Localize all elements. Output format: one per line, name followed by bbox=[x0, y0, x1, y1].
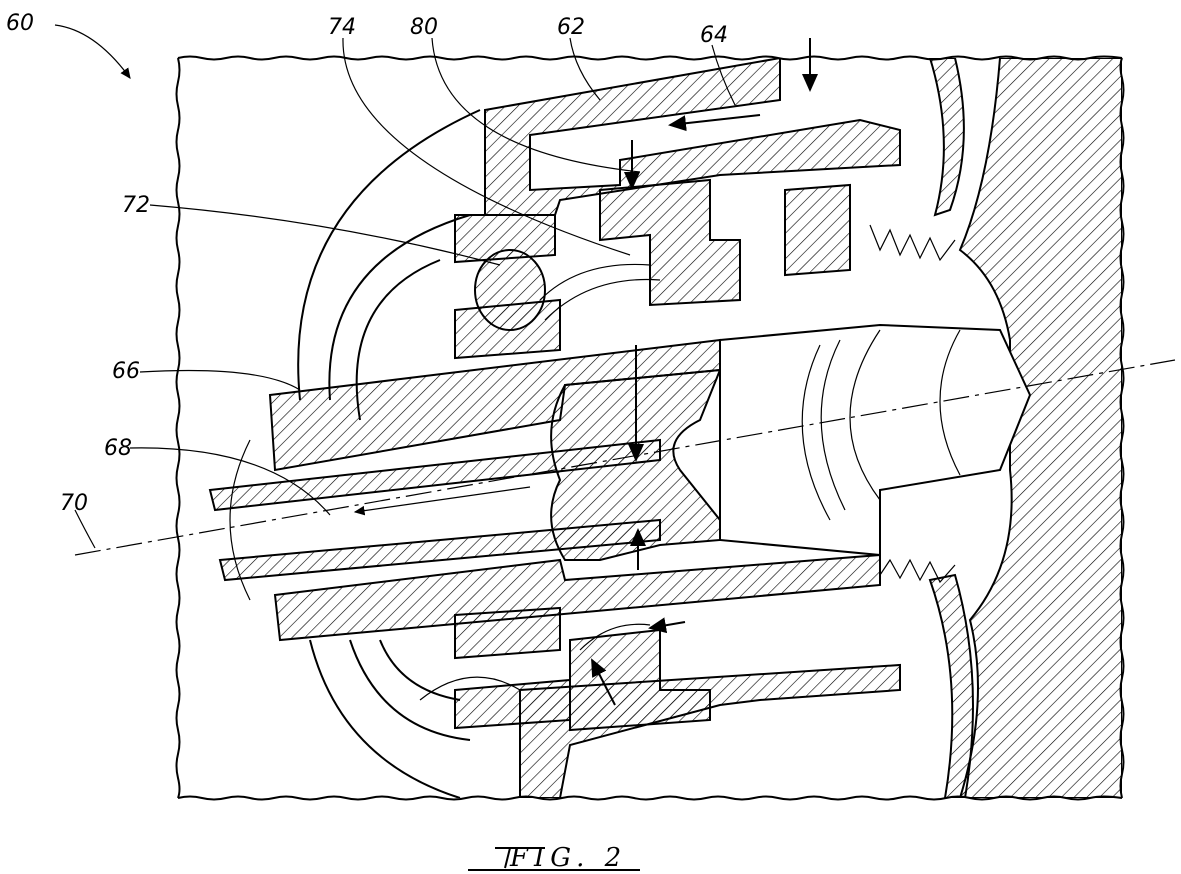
ref-60: 60 bbox=[6, 11, 34, 36]
figure-caption: FIG. 2 bbox=[468, 843, 640, 873]
ref-74: 74 bbox=[328, 15, 356, 40]
ref-80: 80 bbox=[410, 15, 438, 40]
figure-caption-text: FIG. 2 bbox=[509, 843, 627, 873]
ref-70: 70 bbox=[60, 491, 88, 516]
housing-upper-wall bbox=[930, 58, 964, 215]
ref-64: 64 bbox=[700, 23, 728, 48]
bearing-cage-upper bbox=[785, 185, 850, 275]
ref-62: 62 bbox=[557, 15, 585, 40]
ref-68: 68 bbox=[104, 436, 132, 461]
housing-lower-wall bbox=[930, 575, 973, 798]
spline-teeth-upper bbox=[870, 225, 955, 260]
ref-66: 66 bbox=[112, 359, 140, 384]
rotor-shaft bbox=[720, 325, 1030, 555]
seal-ring-lower bbox=[455, 680, 570, 728]
ball-bearing bbox=[475, 250, 545, 330]
bearing-block-upper bbox=[600, 180, 740, 305]
ref-72: 72 bbox=[122, 193, 150, 218]
